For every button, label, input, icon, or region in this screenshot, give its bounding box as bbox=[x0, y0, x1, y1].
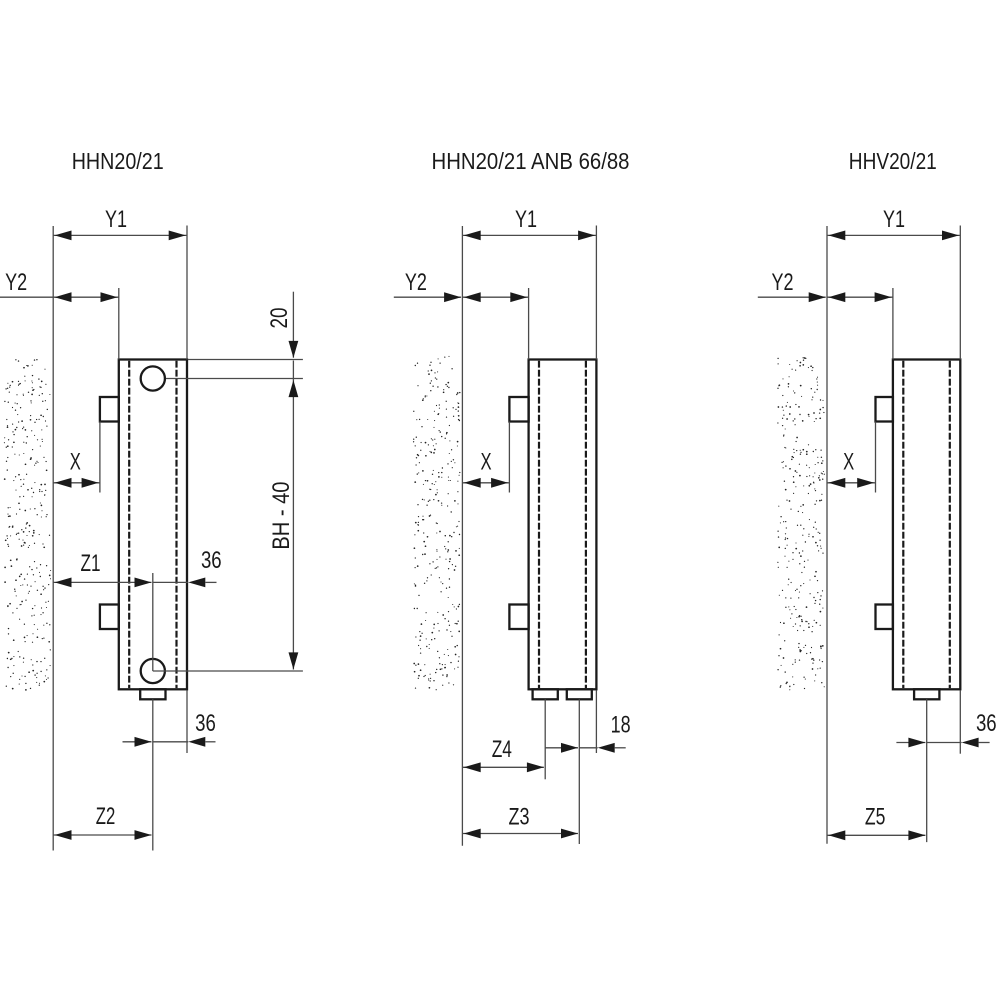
svg-text:Z2: Z2 bbox=[96, 803, 116, 830]
svg-text:Y2: Y2 bbox=[5, 269, 27, 296]
svg-text:BH - 40: BH - 40 bbox=[268, 482, 295, 550]
svg-text:36: 36 bbox=[201, 547, 222, 574]
svg-text:36: 36 bbox=[976, 710, 997, 737]
svg-text:36: 36 bbox=[195, 710, 216, 737]
svg-text:HHN20/21 ANB 66/88: HHN20/21 ANB 66/88 bbox=[432, 148, 630, 174]
svg-text:HHV20/21: HHV20/21 bbox=[849, 148, 937, 174]
svg-text:18: 18 bbox=[611, 712, 631, 739]
svg-text:Y1: Y1 bbox=[883, 206, 905, 233]
svg-text:Y1: Y1 bbox=[105, 206, 127, 233]
svg-text:X: X bbox=[70, 448, 81, 475]
svg-text:Y2: Y2 bbox=[405, 269, 427, 296]
svg-text:Z1: Z1 bbox=[81, 550, 101, 577]
svg-text:X: X bbox=[481, 448, 492, 475]
svg-text:Z5: Z5 bbox=[865, 803, 886, 830]
svg-text:HHN20/21: HHN20/21 bbox=[72, 148, 164, 174]
svg-text:Z4: Z4 bbox=[492, 736, 512, 763]
svg-text:Z3: Z3 bbox=[509, 803, 530, 830]
svg-text:Y2: Y2 bbox=[772, 269, 794, 296]
svg-text:X: X bbox=[843, 448, 854, 475]
svg-text:Y1: Y1 bbox=[515, 206, 537, 233]
svg-text:20: 20 bbox=[266, 308, 293, 329]
